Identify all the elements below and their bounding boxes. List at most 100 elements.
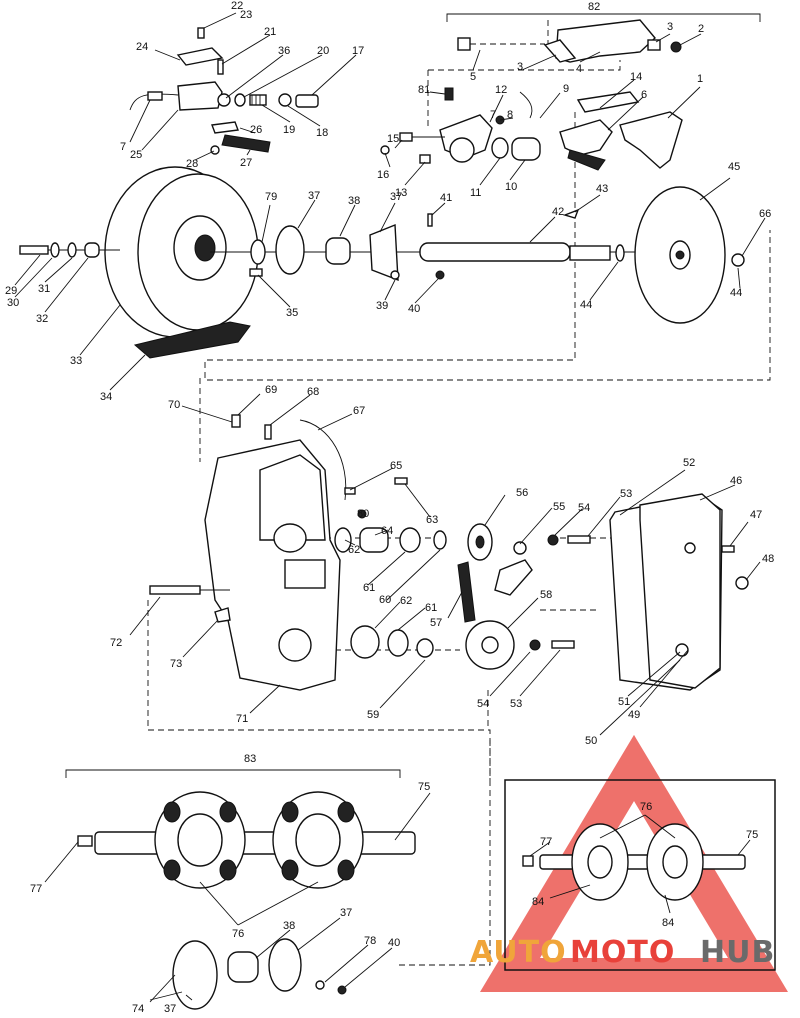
- label-37: 37: [308, 190, 320, 202]
- label-26: 26: [250, 124, 262, 136]
- flange-37d: [268, 938, 302, 992]
- label-33: 33: [70, 355, 82, 367]
- torque-bracket: [559, 119, 613, 156]
- shaft-end: [569, 245, 611, 261]
- bracket-ear: [543, 39, 577, 63]
- spacer-79: [250, 239, 266, 265]
- lever-housing: [177, 81, 223, 111]
- bracket-26: [211, 121, 239, 134]
- label-39: 39: [376, 300, 388, 312]
- plug-68: [264, 424, 272, 440]
- bolt-77: [77, 835, 93, 847]
- chaincase-71: [204, 439, 341, 691]
- label-25: 25: [130, 149, 142, 161]
- bearing-38: [325, 237, 351, 265]
- label-12: 12: [495, 84, 507, 96]
- label-22: 22: [231, 0, 243, 12]
- label-44: 44: [580, 299, 592, 311]
- label-29: 29: [5, 285, 17, 297]
- washer-44: [615, 244, 625, 262]
- fitting-81: [444, 87, 454, 101]
- label-43: 43: [596, 183, 608, 195]
- bracket-83: [65, 769, 401, 778]
- label-48: 48: [762, 553, 774, 565]
- label-19: 19: [283, 124, 295, 136]
- label-49: 49: [628, 709, 640, 721]
- bearing-62b: [350, 625, 380, 659]
- washer-31: [67, 242, 77, 258]
- label-6: 6: [641, 89, 647, 101]
- label-81: 81: [418, 84, 430, 96]
- dashed-guide: [427, 60, 621, 130]
- label-69: 69: [265, 384, 277, 396]
- label-50: 50: [585, 735, 597, 747]
- label-18: 18: [316, 127, 328, 139]
- flange-37: [275, 225, 305, 275]
- label-37: 37: [390, 191, 402, 203]
- bolt-15: [399, 132, 413, 142]
- screw-47: [721, 545, 735, 553]
- washer-59: [416, 638, 434, 658]
- label-45: 45: [728, 161, 740, 173]
- washer-30: [50, 242, 60, 258]
- ring-60: [399, 527, 421, 553]
- label-61: 61: [363, 582, 375, 594]
- label-60: 60: [379, 594, 391, 606]
- label-23: 23: [240, 9, 252, 21]
- spring-19: [249, 94, 267, 106]
- label-37: 37: [164, 1003, 176, 1015]
- cable-7: [129, 93, 179, 111]
- inset-label-84: 84: [532, 896, 544, 908]
- label-51: 51: [618, 696, 630, 708]
- sprocket-56: [467, 523, 493, 561]
- nut-54: [547, 534, 559, 546]
- inset-label-75: 75: [746, 829, 758, 841]
- label-62: 62: [400, 595, 412, 607]
- bracket-82: [446, 13, 761, 22]
- label-75: 75: [418, 781, 430, 793]
- bolt-35: [249, 268, 263, 277]
- label-38: 38: [348, 195, 360, 207]
- part-80: [357, 509, 367, 519]
- label-47: 47: [750, 509, 762, 521]
- label-64: 64: [381, 525, 393, 537]
- nut-39: [390, 270, 400, 280]
- screw-63: [394, 477, 408, 485]
- label-55: 55: [553, 501, 565, 513]
- cable-end: [147, 91, 163, 101]
- spacer-32: [84, 242, 100, 258]
- label-20: 20: [317, 45, 329, 57]
- label-1: 1: [697, 73, 703, 85]
- label-74: 74: [132, 1003, 144, 1015]
- label-14: 14: [630, 71, 642, 83]
- key-43: [562, 208, 580, 219]
- bolt-53b: [551, 640, 575, 649]
- inset-detail: [504, 779, 776, 971]
- label-4: 4: [576, 63, 582, 75]
- label-41: 41: [440, 192, 452, 204]
- label-78: 78: [364, 935, 376, 947]
- label-82: 82: [588, 1, 600, 13]
- dashed-guide: [395, 740, 491, 966]
- label-65: 65: [390, 460, 402, 472]
- label-46: 46: [730, 475, 742, 487]
- nut: [670, 41, 682, 53]
- label-67: 67: [353, 405, 365, 417]
- label-31: 31: [38, 283, 50, 295]
- label-30: 30: [7, 297, 19, 309]
- label-8: 8: [507, 109, 513, 121]
- inset-label-84: 84: [662, 917, 674, 929]
- disc-45: [634, 186, 726, 324]
- label-37: 37: [340, 907, 352, 919]
- label-59: 59: [367, 709, 379, 721]
- label-15: 15: [387, 133, 399, 145]
- sprocket-58: [465, 620, 515, 670]
- label-56: 56: [516, 487, 528, 499]
- ring-61b: [387, 629, 409, 657]
- label-40: 40: [408, 303, 420, 315]
- pin-16: [380, 145, 390, 155]
- label-5: 5: [470, 71, 476, 83]
- plate-14: [576, 91, 640, 113]
- label-38: 38: [283, 920, 295, 932]
